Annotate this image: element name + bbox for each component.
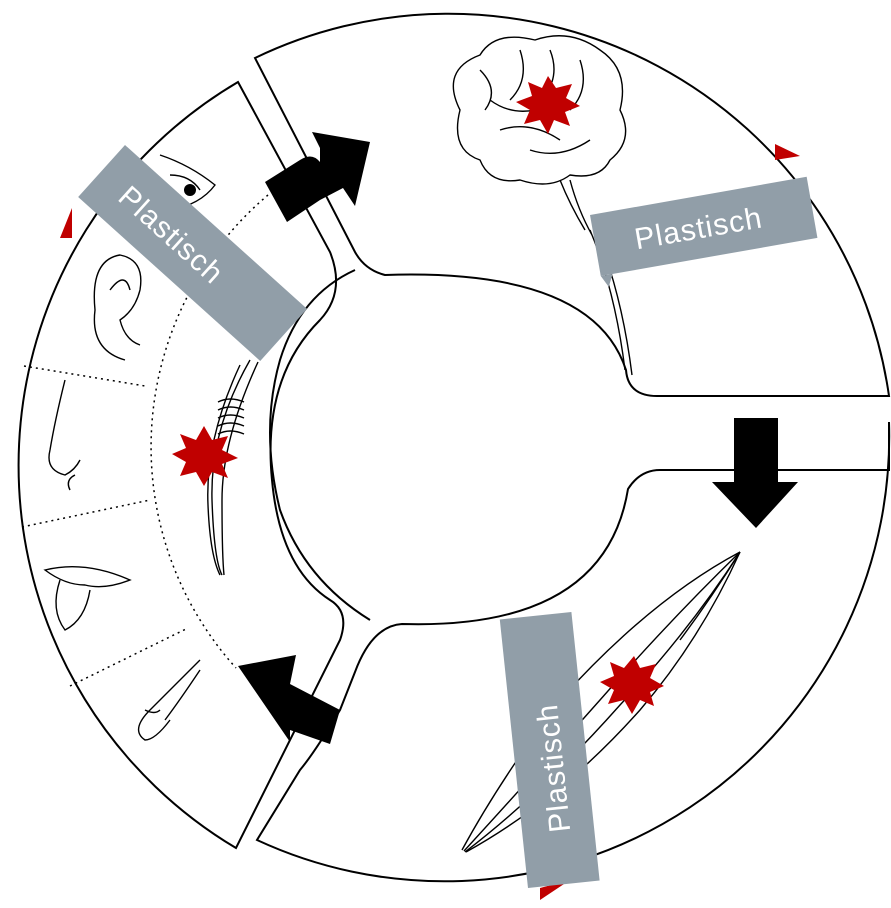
muscle-icon [462, 552, 740, 852]
red-tab-sensory [60, 208, 72, 238]
tag-muscle: Plastisch [500, 612, 600, 888]
starburst-spring [172, 426, 238, 486]
mouth-icon [45, 567, 130, 630]
nose-icon [49, 380, 80, 490]
red-tab-brain [775, 144, 800, 160]
starburst-muscle [600, 656, 664, 714]
sensory-dividers [22, 366, 188, 686]
starburst-brain [516, 76, 580, 134]
finger-icon [139, 660, 200, 740]
arrow-right [712, 418, 798, 528]
brain-icon [453, 36, 632, 375]
arrow-top [265, 132, 370, 222]
arrow-bottom [238, 655, 340, 744]
tag-brain: Plastisch [590, 177, 820, 288]
ear-icon [94, 255, 141, 360]
